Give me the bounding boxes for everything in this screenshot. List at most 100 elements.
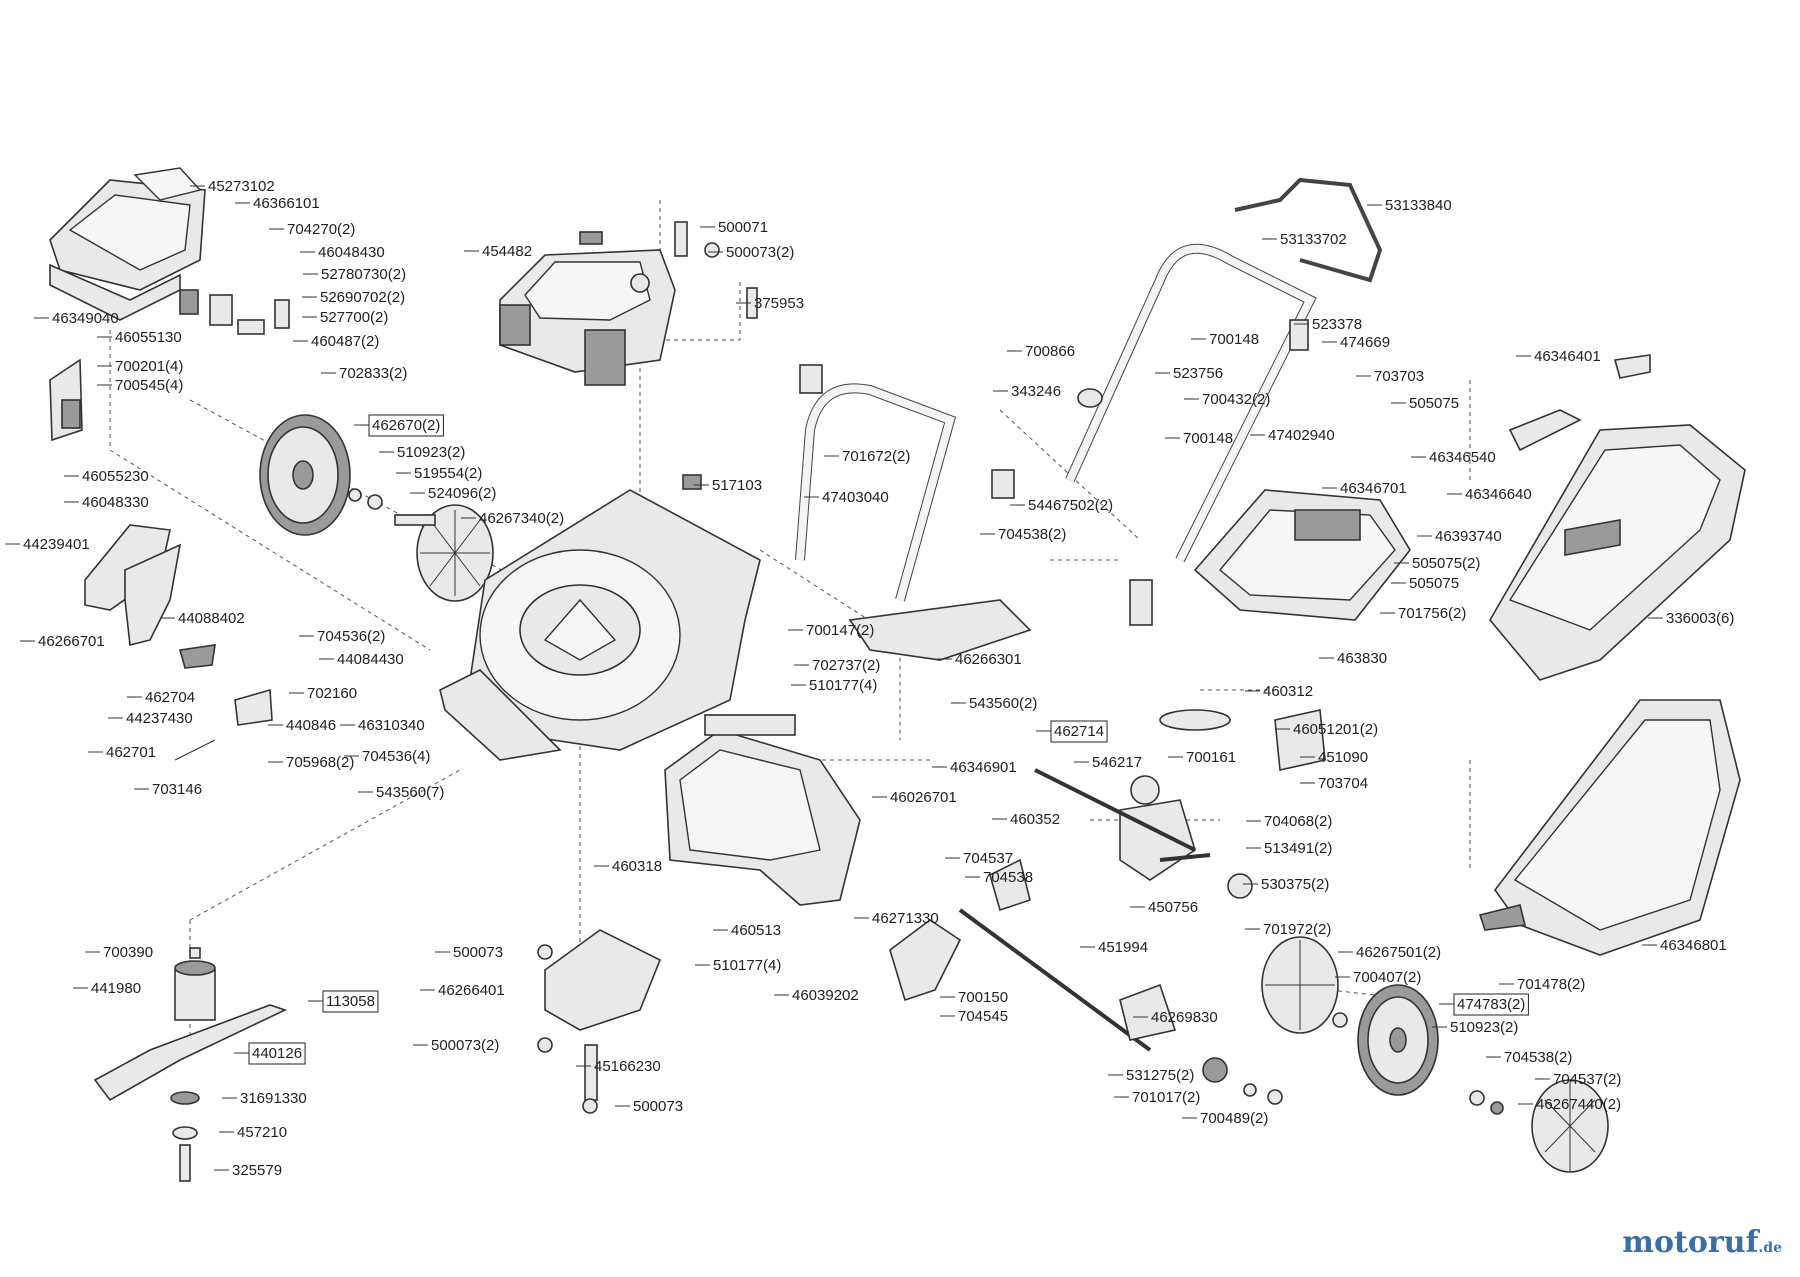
part-label-523756: 523756 [1173, 365, 1223, 382]
part-label-460318: 460318 [612, 858, 662, 875]
upper-handle [1065, 177, 1383, 563]
watermark-brand: motoruf [1622, 1225, 1759, 1260]
part-label-53133702: 53133702 [1280, 231, 1347, 248]
part-label-703146: 703146 [152, 781, 202, 798]
part-label-343246: 343246 [1011, 383, 1061, 400]
part-label-526907022: 52690702(2) [320, 289, 405, 306]
part-label-700390: 700390 [103, 944, 153, 961]
part-label-3360036: 336003(6) [1666, 610, 1734, 627]
blade-assembly [93, 947, 288, 1182]
part-label-463830: 463830 [1337, 650, 1387, 667]
part-label-46039202: 46039202 [792, 987, 859, 1004]
part-label-703704: 703704 [1318, 775, 1368, 792]
part-label-7059682: 705968(2) [286, 754, 354, 771]
part-label-46266401: 46266401 [438, 982, 505, 999]
part-label-457210: 457210 [237, 1124, 287, 1141]
part-label-5109232: 510923(2) [1450, 1019, 1518, 1036]
part-label-4747832: 474783(2) [1457, 996, 1525, 1013]
part-label-46271330: 46271330 [872, 910, 939, 927]
label-box [248, 1042, 306, 1065]
part-label-46346801: 46346801 [1660, 937, 1727, 954]
part-label-474669: 474669 [1340, 334, 1390, 351]
drive-system [704, 579, 1326, 1105]
part-label-5312752: 531275(2) [1126, 1067, 1194, 1084]
part-label-46346901: 46346901 [950, 759, 1017, 776]
part-label-505075: 505075 [1409, 575, 1459, 592]
part-label-460312: 460312 [1263, 683, 1313, 700]
part-label-7002014: 700201(4) [115, 358, 183, 375]
part-label-46349040: 46349040 [52, 310, 119, 327]
part-label-44237430: 44237430 [126, 710, 193, 727]
part-label-462714: 462714 [1054, 723, 1104, 740]
part-label-5109232: 510923(2) [397, 444, 465, 461]
part-label-460512012: 46051201(2) [1293, 721, 1378, 738]
part-label-46055130: 46055130 [115, 329, 182, 346]
part-label-700866: 700866 [1025, 343, 1075, 360]
part-label-7045364: 704536(4) [362, 748, 430, 765]
part-label-7027372: 702737(2) [812, 657, 880, 674]
part-label-5134912: 513491(2) [1264, 840, 1332, 857]
part-label-44088402: 44088402 [178, 610, 245, 627]
part-label-5435602: 543560(2) [969, 695, 1037, 712]
part-label-451090: 451090 [1318, 749, 1368, 766]
mulch-plug-parts [84, 524, 273, 761]
watermark-logo: motoruf.de [1622, 1225, 1782, 1260]
part-label-7001472: 700147(2) [806, 622, 874, 639]
part-label-44084430: 44084430 [337, 651, 404, 668]
part-label-5050752: 505075(2) [1412, 555, 1480, 572]
part-label-5101774: 510177(4) [809, 677, 877, 694]
part-label-7045382: 704538(2) [1504, 1049, 1572, 1066]
part-label-45166230: 45166230 [594, 1058, 661, 1075]
engine [499, 231, 676, 386]
part-label-7045372: 704537(2) [1553, 1071, 1621, 1088]
side-bracket-left [49, 358, 83, 442]
part-label-462674402: 46267440(2) [1536, 1096, 1621, 1113]
assembly-guide-lines [109, 200, 1471, 1040]
part-label-7017562: 701756(2) [1398, 605, 1466, 622]
part-label-703703: 703703 [1374, 368, 1424, 385]
part-label-702160: 702160 [307, 685, 357, 702]
watermark-tld: .de [1758, 1240, 1782, 1256]
part-label-7042702: 704270(2) [287, 221, 355, 238]
part-label-4626702: 462670(2) [372, 417, 440, 434]
rear-wheel-left [259, 414, 494, 602]
part-label-700148: 700148 [1209, 331, 1259, 348]
part-label-7040682: 704068(2) [1264, 813, 1332, 830]
part-label-460513: 460513 [731, 922, 781, 939]
part-label-31691330: 31691330 [240, 1090, 307, 1107]
part-label-462675012: 46267501(2) [1356, 944, 1441, 961]
part-label-44239401: 44239401 [23, 536, 90, 553]
label-box [1453, 993, 1529, 1016]
part-label-7005454: 700545(4) [115, 377, 183, 394]
part-label-5000732: 500073(2) [431, 1037, 499, 1054]
part-label-517103: 517103 [712, 477, 762, 494]
part-label-450756: 450756 [1148, 899, 1198, 916]
part-label-460352: 460352 [1010, 811, 1060, 828]
part-label-704537: 704537 [963, 850, 1013, 867]
part-label-7014782: 701478(2) [1517, 976, 1585, 993]
part-label-46346701: 46346701 [1340, 480, 1407, 497]
grass-box-top [1489, 354, 1746, 681]
part-label-7028332: 702833(2) [339, 365, 407, 382]
part-label-5303752: 530375(2) [1261, 876, 1329, 893]
part-label-440846: 440846 [286, 717, 336, 734]
part-label-704545: 704545 [958, 1008, 1008, 1025]
part-label-700150: 700150 [958, 989, 1008, 1006]
part-label-46346640: 46346640 [1465, 486, 1532, 503]
part-label-46366101: 46366101 [253, 195, 320, 212]
part-label-544675022: 54467502(2) [1028, 497, 1113, 514]
part-label-46266301: 46266301 [955, 651, 1022, 668]
part-number-labels: 4527310246366101704270(2)460484305278073… [5, 178, 1734, 1179]
part-label-505075: 505075 [1409, 395, 1459, 412]
part-label-4604872: 460487(2) [311, 333, 379, 350]
label-box [322, 990, 379, 1013]
part-label-113058: 113058 [326, 993, 375, 1010]
part-label-5195542: 519554(2) [414, 465, 482, 482]
part-label-546217: 546217 [1092, 754, 1142, 771]
part-label-700161: 700161 [1186, 749, 1236, 766]
lower-handle [795, 364, 1015, 602]
rear-chute [537, 729, 861, 1114]
part-label-5240962: 524096(2) [428, 485, 496, 502]
grass-basket [1478, 699, 1741, 956]
deck-housing [439, 474, 761, 761]
